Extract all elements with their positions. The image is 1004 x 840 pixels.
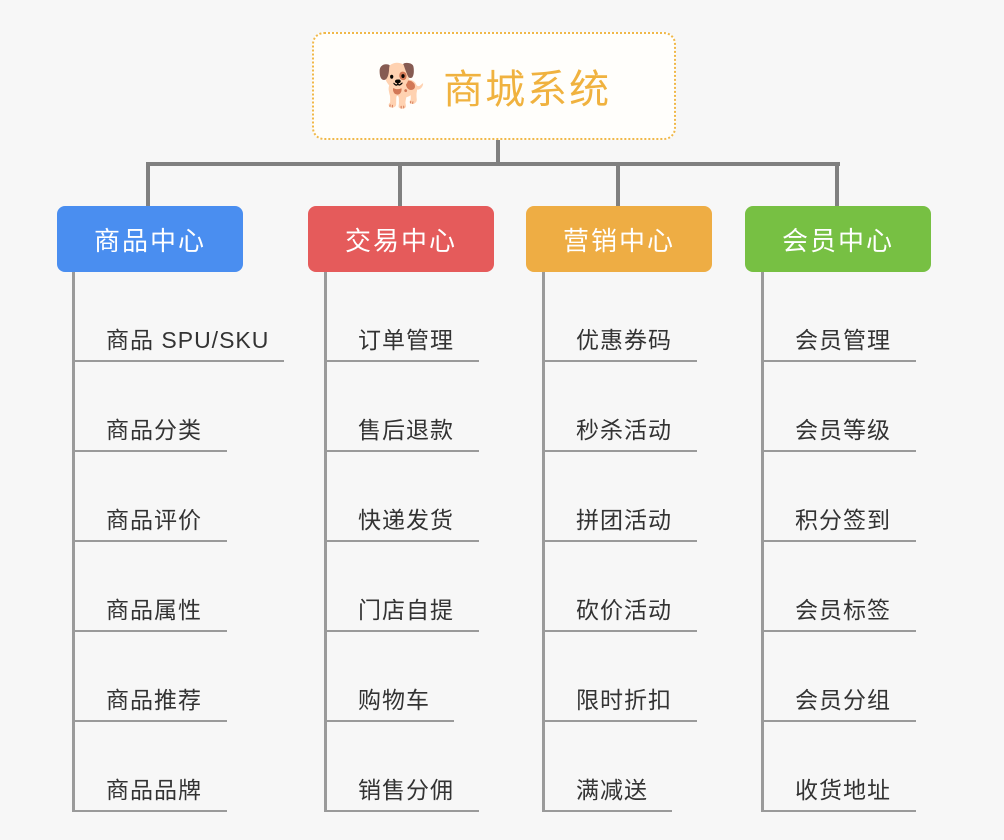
leaf-item-label: 商品分类 [106,417,202,443]
category-box-4[interactable]: 会员中心 [745,206,931,272]
leaf-item[interactable]: 商品推荐 [72,632,227,722]
leaf-item[interactable]: 会员标签 [761,542,916,632]
leaf-item-underline [72,540,227,542]
connector-drop-2 [398,162,402,206]
leaf-item-underline [761,810,916,812]
category-label: 交易中心 [344,225,457,256]
leaf-item-label: 商品 SPU/SKU [106,327,270,353]
leaf-item-underline [542,810,672,812]
leaf-item[interactable]: 优惠券码 [542,272,697,362]
leaf-item[interactable]: 订单管理 [324,272,479,362]
leaf-item-label: 限时折扣 [576,687,672,713]
connector-drop-4 [835,162,839,206]
leaf-item-label: 会员等级 [795,417,891,443]
leaf-item[interactable]: 商品品牌 [72,722,227,812]
leaf-item-underline [72,360,284,362]
shiba-dog-face-icon: 🐕 [376,62,430,109]
leaf-item-underline [72,810,227,812]
leaf-item-label: 购物车 [358,687,430,713]
leaf-item-underline [542,540,697,542]
leaf-item-underline [324,450,479,452]
leaf-item[interactable]: 售后退款 [324,362,479,452]
leaf-item-underline [761,720,916,722]
leaf-item-label: 会员标签 [795,597,891,623]
leaf-item-underline [72,720,227,722]
leaf-item-underline [542,720,697,722]
leaf-item-label: 收货地址 [795,777,891,803]
root-node-label: 商城系统 [443,68,612,112]
leaf-item[interactable]: 限时折扣 [542,632,697,722]
leaf-item-underline [72,630,227,632]
leaf-item[interactable]: 砍价活动 [542,542,697,632]
category-box-2[interactable]: 交易中心 [308,206,494,272]
connector-spine-4 [761,272,764,812]
leaf-item[interactable]: 拼团活动 [542,452,697,542]
leaf-item-underline [542,630,697,632]
leaf-item-underline [761,630,916,632]
connector-horizontal-bus [150,162,840,166]
leaf-item-label: 会员分组 [795,687,891,713]
leaf-item-label: 商品评价 [106,507,202,533]
leaf-item-underline [761,540,916,542]
leaf-item-underline [761,450,916,452]
leaf-item[interactable]: 积分签到 [761,452,916,542]
leaf-item[interactable]: 满减送 [542,722,672,812]
connector-spine-3 [542,272,545,812]
leaf-item-label: 销售分佣 [358,777,454,803]
leaf-item-underline [542,450,697,452]
leaf-item[interactable]: 收货地址 [761,722,916,812]
leaf-item-underline [761,360,916,362]
leaf-item-label: 商品品牌 [106,777,202,803]
connector-spine-2 [324,272,327,812]
leaf-item-underline [542,360,697,362]
leaf-item-label: 会员管理 [795,327,891,353]
category-box-1[interactable]: 商品中心 [57,206,243,272]
leaf-item[interactable]: 会员分组 [761,632,916,722]
connector-drop-1 [146,162,150,206]
category-box-3[interactable]: 营销中心 [526,206,712,272]
connector-spine-1 [72,272,75,812]
leaf-item-label: 满减送 [576,777,648,803]
category-label: 营销中心 [562,225,675,256]
leaf-item-label: 售后退款 [358,417,454,443]
leaf-item-label: 拼团活动 [576,507,672,533]
category-label: 商品中心 [93,225,206,256]
leaf-item[interactable]: 会员等级 [761,362,916,452]
leaf-item-label: 商品属性 [106,597,202,623]
leaf-item-underline [324,810,479,812]
connector-root-stem [496,140,500,164]
category-label: 会员中心 [781,225,894,256]
leaf-item-underline [324,630,479,632]
leaf-item[interactable]: 秒杀活动 [542,362,697,452]
leaf-item-label: 商品推荐 [106,687,202,713]
leaf-item-label: 优惠券码 [576,327,672,353]
leaf-item-underline [324,540,479,542]
leaf-item[interactable]: 商品属性 [72,542,227,632]
connector-drop-3 [616,162,620,206]
leaf-item-label: 门店自提 [358,597,454,623]
leaf-item[interactable]: 销售分佣 [324,722,479,812]
leaf-item[interactable]: 门店自提 [324,542,479,632]
leaf-item[interactable]: 会员管理 [761,272,916,362]
leaf-item[interactable]: 商品分类 [72,362,227,452]
leaf-item-label: 砍价活动 [576,597,672,623]
leaf-item[interactable]: 商品评价 [72,452,227,542]
leaf-item-label: 快递发货 [358,507,454,533]
leaf-item[interactable]: 购物车 [324,632,454,722]
leaf-item[interactable]: 商品 SPU/SKU [72,272,284,362]
leaf-item-underline [324,360,479,362]
leaf-item-label: 积分签到 [795,507,891,533]
leaf-item-underline [324,720,454,722]
leaf-item-underline [72,450,227,452]
leaf-item[interactable]: 快递发货 [324,452,479,542]
leaf-item-label: 秒杀活动 [576,417,672,443]
root-node[interactable]: 🐕 商城系统 [312,32,676,140]
leaf-item-label: 订单管理 [358,327,454,353]
